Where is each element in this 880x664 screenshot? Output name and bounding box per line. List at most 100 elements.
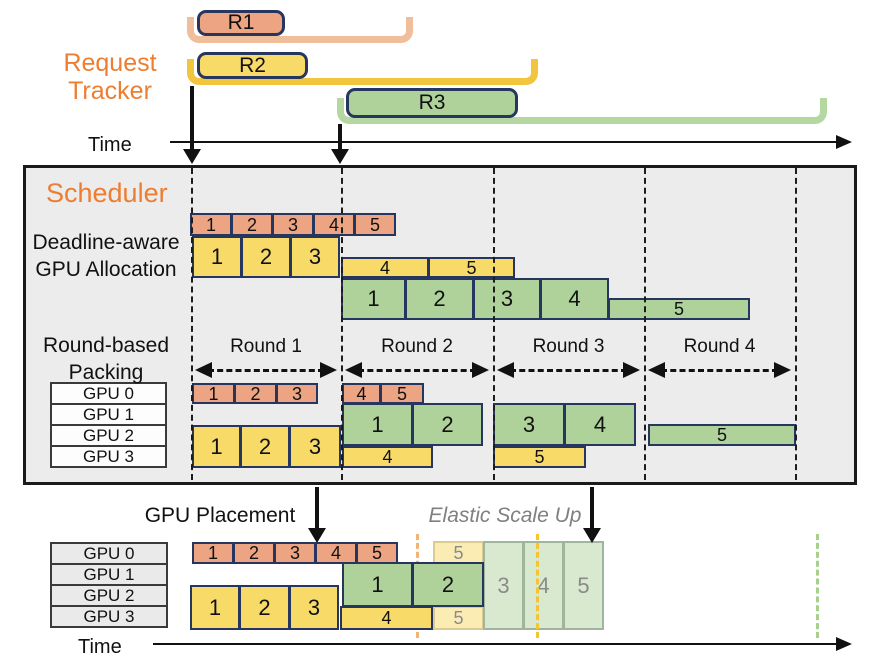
alloc-r3-task: 4 <box>540 278 609 320</box>
time-label-top: Time <box>88 134 132 156</box>
packing-task: 1 <box>192 425 241 468</box>
elastic-task: 3 <box>483 541 524 630</box>
round-label-2: Round 2 <box>381 336 453 357</box>
r3-lifetime-bracket <box>337 98 827 124</box>
packing-task: 2 <box>412 403 483 446</box>
request-tracker-title-line2: Tracker <box>68 77 152 105</box>
invoke-arrow-2-head-icon <box>331 149 349 164</box>
packing-task: 1 <box>342 403 413 446</box>
request-box-r3: R3 <box>346 88 518 118</box>
allocation-label: Deadline-aware GPU Allocation <box>22 229 190 283</box>
placement-task: 1 <box>192 542 234 564</box>
r1-lifetime-bracket <box>187 17 413 43</box>
placement-arrow-2-head-icon <box>583 528 601 543</box>
elastic-task: 4 <box>523 541 564 630</box>
packing-task: 2 <box>234 383 277 404</box>
alloc-r2-task: 5 <box>428 257 515 278</box>
packing-task: 1 <box>192 383 235 404</box>
alloc-r3-task: 2 <box>405 278 474 320</box>
alloc-r3-task: 5 <box>608 298 750 320</box>
alloc-r3-task: 1 <box>341 278 406 320</box>
alloc-r3-task: 3 <box>473 278 541 320</box>
alloc-r2-task: 2 <box>241 236 291 278</box>
r2-lifetime-bracket <box>187 59 538 85</box>
alloc-r1-task: 4 <box>313 213 355 236</box>
round-boundary-line-4 <box>795 168 797 480</box>
deadline-guide-r2 <box>536 534 539 638</box>
packing-task: 5 <box>648 424 796 446</box>
round-boundary-line-3 <box>644 168 646 480</box>
allocation-label-line2: GPU Allocation <box>35 258 177 281</box>
packing-task: 5 <box>380 383 424 404</box>
packing-gpu-row-3: GPU 3 <box>50 445 167 468</box>
allocation-label-line1: Deadline-aware <box>32 231 180 254</box>
packing-gpu-row-2: GPU 2 <box>50 424 167 447</box>
packing-task: 4 <box>342 446 433 468</box>
time-axis-top-arrowhead-icon <box>836 135 852 149</box>
round-span-arrow-2 <box>345 362 489 378</box>
alloc-r1-task: 5 <box>354 213 396 236</box>
deadline-guide-r3 <box>816 534 819 638</box>
placement-task-faded: 5 <box>433 541 484 564</box>
request-tracker-title-line1: Request <box>63 49 157 77</box>
placement-task: 2 <box>412 562 484 607</box>
round-span-arrow-4 <box>648 362 791 378</box>
round-span-arrow-3 <box>497 362 640 378</box>
packing-task: 4 <box>342 383 381 404</box>
request-box-r1: R1 <box>197 10 285 36</box>
scheduler-title: Scheduler <box>46 178 168 208</box>
placement-task: 5 <box>356 542 398 564</box>
placement-gpu-row-1: GPU 1 <box>50 563 168 586</box>
placement-gpu-row-0: GPU 0 <box>50 542 168 565</box>
round-span-arrow-1 <box>195 362 337 378</box>
round-label-3: Round 3 <box>532 336 605 357</box>
packing-task: 3 <box>276 383 318 404</box>
placement-task: 4 <box>340 606 433 630</box>
time-axis-bottom <box>153 643 838 645</box>
placement-task: 1 <box>190 585 240 630</box>
gpu-placement-label: GPU Placement <box>144 504 296 527</box>
request-tracker-title: Request Tracker <box>50 49 170 105</box>
placement-gpu-row-2: GPU 2 <box>50 584 168 607</box>
round-boundary-line-0 <box>191 168 193 480</box>
packing-task: 3 <box>493 403 565 446</box>
packing-task: 3 <box>289 425 341 468</box>
packing-gpu-row-1: GPU 1 <box>50 403 167 426</box>
round-label-1: Round 1 <box>230 336 302 357</box>
invoke-arrow-2-stem <box>338 124 342 150</box>
placement-arrow-1-head-icon <box>308 528 326 543</box>
invoke-arrow-1-stem <box>190 86 194 150</box>
alloc-r1-task: 3 <box>272 213 314 236</box>
placement-task: 2 <box>233 542 275 564</box>
alloc-r1-task: 1 <box>190 213 232 236</box>
placement-task-faded: 5 <box>433 606 484 630</box>
alloc-r1-task: 2 <box>231 213 273 236</box>
alloc-r2-task: 1 <box>192 236 242 278</box>
placement-arrow-1-stem <box>315 487 319 529</box>
packing-label: Round-based Packing <box>22 332 190 386</box>
round-boundary-line-2 <box>493 168 495 480</box>
packing-label-line2: Packing <box>68 361 144 384</box>
placement-task: 3 <box>274 542 316 564</box>
packing-label-line1: Round-based <box>42 334 170 357</box>
round-label-4: Round 4 <box>683 336 756 357</box>
round-boundary-line-1 <box>341 168 343 480</box>
placement-task: 4 <box>315 542 357 564</box>
placement-gpu-row-3: GPU 3 <box>50 605 168 628</box>
invoke-arrow-1-head-icon <box>183 149 201 164</box>
elastic-task: 5 <box>563 541 604 630</box>
placement-task: 2 <box>239 585 290 630</box>
packing-task: 2 <box>240 425 290 468</box>
time-label-bottom: Time <box>78 636 122 658</box>
time-axis-bottom-arrowhead-icon <box>836 637 852 651</box>
placement-task: 1 <box>342 562 413 607</box>
packing-task: 5 <box>493 446 586 468</box>
elastic-scale-up-label: Elastic Scale Up <box>428 504 582 527</box>
request-box-r2: R2 <box>197 52 308 79</box>
packing-task: 4 <box>564 403 636 446</box>
alloc-r2-task: 3 <box>290 236 340 278</box>
time-axis-top <box>170 141 838 143</box>
alloc-r2-task: 4 <box>341 257 429 278</box>
placement-arrow-2-stem <box>590 487 594 529</box>
